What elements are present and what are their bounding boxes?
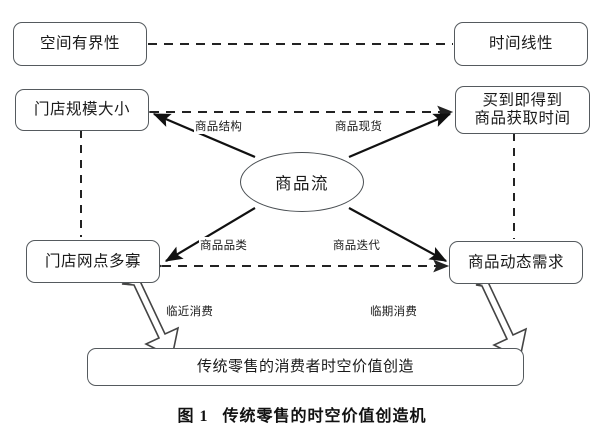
node-label: 空间有界性 bbox=[39, 35, 120, 53]
node-temporal-linearity[interactable]: 时间线性 bbox=[454, 22, 588, 66]
node-label: 传统零售的消费者时空价值创造 bbox=[196, 358, 414, 375]
node-label: 门店网点多寡 bbox=[44, 252, 141, 270]
edge-label-near-expiry-consumption: 临期消费 bbox=[369, 303, 419, 319]
node-label-line-2: 商品获取时间 bbox=[474, 110, 571, 127]
edge-label-text: 商品迭代 bbox=[333, 240, 381, 252]
figure-number: 图 1 bbox=[177, 408, 209, 425]
arrow-center-to-mid-right bbox=[348, 112, 452, 159]
node-dynamic-demand[interactable]: 商品动态需求 bbox=[449, 241, 583, 284]
node-label: 门店规模大小 bbox=[33, 101, 130, 119]
arrow-center-to-mid-left bbox=[152, 112, 256, 159]
block-arrow-low-right-to-outcome bbox=[475, 281, 528, 360]
edge-label-text: 商品品类 bbox=[200, 240, 248, 252]
figure-caption: 图 1 传统零售的时空价值创造机 bbox=[0, 402, 604, 426]
node-commodity-flow[interactable]: 商品流 bbox=[240, 152, 364, 212]
node-outcome-value-creation[interactable]: 传统零售的消费者时空价值创造 bbox=[87, 348, 524, 386]
node-label: 时间线性 bbox=[488, 35, 553, 53]
edge-label-commodity-category: 商品品类 bbox=[199, 237, 249, 253]
arrow-center-to-low-right bbox=[348, 207, 448, 262]
node-spatial-boundedness[interactable]: 空间有界性 bbox=[13, 22, 147, 66]
edge-label-text: 商品现货 bbox=[335, 121, 383, 133]
node-label: 商品动态需求 bbox=[467, 253, 564, 271]
node-instant-acquisition-time[interactable]: 买到即得到 商品获取时间 bbox=[455, 86, 590, 134]
node-label: 商品流 bbox=[275, 174, 329, 193]
edge-label-text: 临近消费 bbox=[166, 306, 214, 318]
edge-label-proximate-consumption: 临近消费 bbox=[165, 303, 215, 319]
edge-label-text: 商品结构 bbox=[195, 121, 243, 133]
edge-label-commodity-in-stock: 商品现货 bbox=[334, 118, 384, 134]
edge-label-text: 临期消费 bbox=[370, 306, 418, 318]
node-store-scale[interactable]: 门店规模大小 bbox=[15, 89, 149, 131]
node-store-outlet-count[interactable]: 门店网点多寡 bbox=[26, 240, 160, 283]
figure-title: 传统零售的时空价值创造机 bbox=[222, 408, 427, 425]
block-arrow-low-left-to-outcome bbox=[121, 280, 180, 359]
edge-label-commodity-iteration: 商品迭代 bbox=[332, 237, 382, 253]
edge-label-commodity-structure: 商品结构 bbox=[194, 118, 244, 134]
node-label-line-1: 买到即得到 bbox=[482, 91, 563, 109]
arrow-center-to-low-left bbox=[164, 207, 256, 262]
